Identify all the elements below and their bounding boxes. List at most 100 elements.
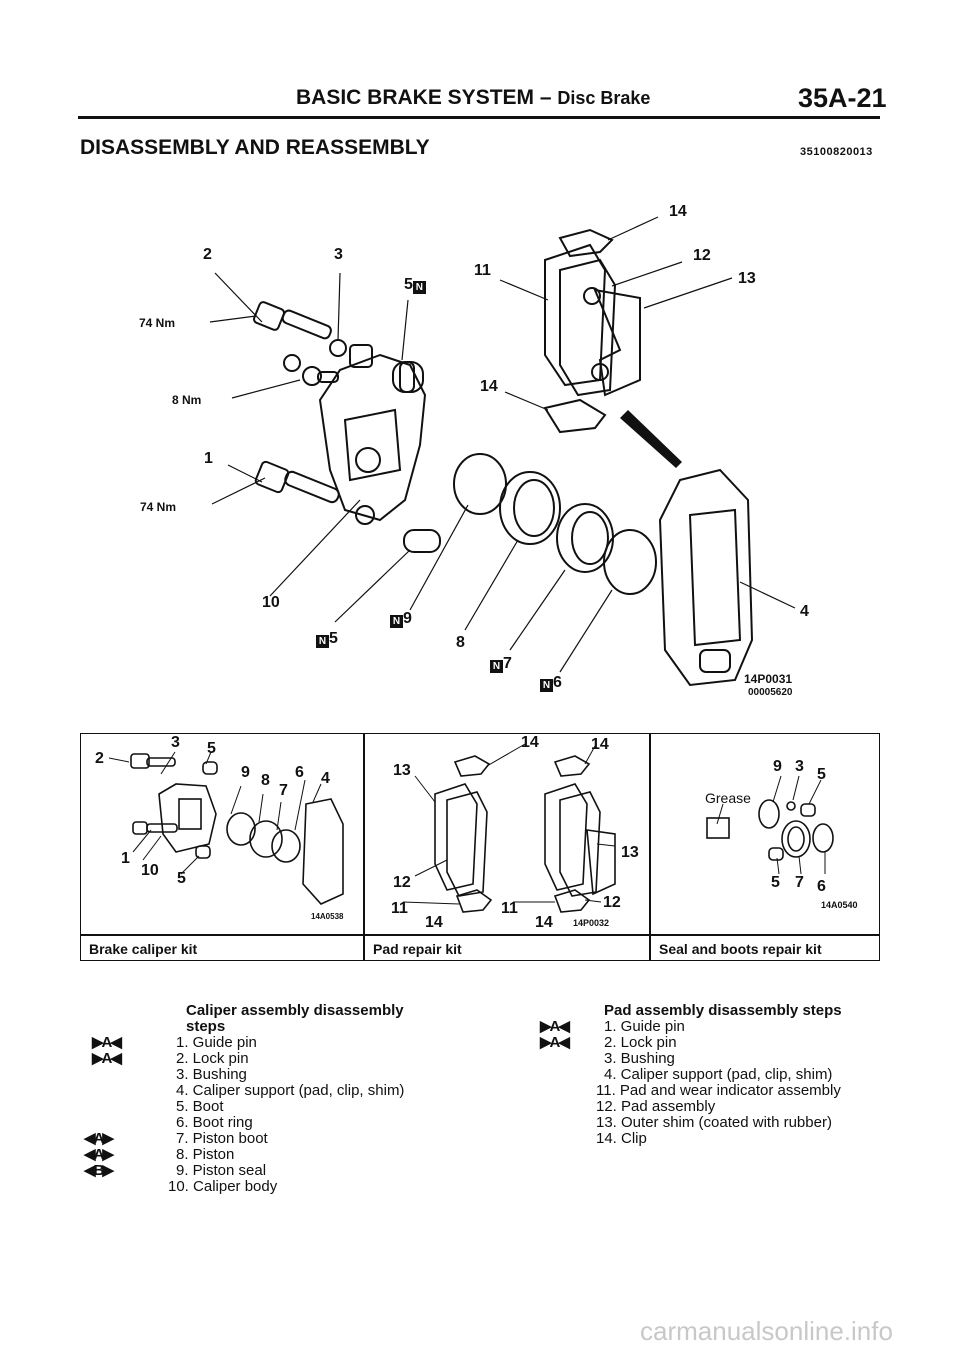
- pad-disassembly-steps: Pad assembly disassembly steps ▶A◀1. Gui…: [540, 1003, 880, 1147]
- kit-callout: 12: [393, 874, 411, 891]
- service-mark-icon: ◀B▶: [84, 1162, 114, 1179]
- kit-ref-code: 14A0540: [821, 900, 858, 910]
- lock-pin-shape: [283, 354, 339, 386]
- caliper-support-shape: [658, 468, 754, 687]
- new-part-icon: N: [490, 660, 503, 673]
- kit-callout: 14: [591, 736, 609, 753]
- diagram-ref-code-2: 00005620: [748, 687, 793, 698]
- kit-caption-divider: [81, 934, 879, 936]
- callout-14-mid: 14: [480, 378, 498, 395]
- brake-caliper-kit-cell: 3 5 2 9 8 6 7 4 1 10 5 14A0538 Brake cal…: [81, 734, 363, 960]
- callout-5b-text: 5: [329, 630, 338, 647]
- step-item: 2. Lock pin: [176, 1050, 249, 1067]
- kit-callout: 11: [501, 900, 518, 917]
- header-title-text: BASIC BRAKE SYSTEM –: [296, 86, 558, 109]
- new-part-icon: N: [390, 615, 403, 628]
- guide-pin-lower-shape: [254, 460, 340, 504]
- step-item: 4. Caliper support (pad, clip, shim): [176, 1082, 405, 1099]
- kit-callout: 13: [393, 762, 411, 779]
- repair-kits-table: 3 5 2 9 8 6 7 4 1 10 5 14A0538 Brake cal…: [80, 733, 880, 961]
- exploded-diagram-art: [209, 216, 796, 687]
- clip-upper-shape: [558, 228, 614, 258]
- kit-callout: 5: [177, 870, 186, 887]
- steps-heading: Caliper assembly disassembly: [186, 1002, 404, 1019]
- bushing-shape: [329, 339, 347, 357]
- kit-callout: 10: [141, 862, 159, 879]
- kit-callout: 6: [817, 878, 826, 895]
- step-item: 13. Outer shim (coated with rubber): [596, 1114, 832, 1131]
- pad-assembly-shape: [544, 243, 641, 397]
- callout-4: 4: [800, 603, 809, 620]
- step-item: 9. Piston seal: [176, 1162, 267, 1179]
- kit-separator: [363, 734, 365, 960]
- step-item: 6. Boot ring: [176, 1114, 253, 1131]
- kit-callout: 14: [521, 734, 539, 751]
- page-number: 35A-21: [798, 83, 887, 113]
- callout-11: 11: [474, 262, 491, 279]
- step-item: 1. Guide pin: [176, 1034, 257, 1051]
- step-item: 7. Piston boot: [176, 1130, 268, 1147]
- kit-callout: 5: [207, 740, 216, 757]
- callout-14-top: 14: [669, 203, 687, 220]
- torque-label-lock: 8 Nm: [172, 393, 202, 407]
- torque-label-upper: 74 Nm: [139, 316, 176, 330]
- kit-callout: 5: [817, 766, 826, 783]
- caliper-body-shape: [318, 344, 427, 525]
- kit-caption: Pad repair kit: [373, 941, 462, 957]
- step-item: 11. Pad and wear indicator assembly: [596, 1082, 841, 1099]
- header-subtitle: Disc Brake: [557, 88, 651, 108]
- step-item: 12. Pad assembly: [596, 1098, 716, 1115]
- kit-callout: 2: [95, 750, 104, 767]
- kit-callout: 4: [321, 770, 330, 787]
- callout-3: 3: [334, 246, 343, 263]
- caliper-disassembly-steps: Caliper assembly disassembly steps ▶A◀ 1.…: [80, 1003, 460, 1195]
- kit-caption: Brake caliper kit: [89, 941, 198, 957]
- section-code: 35100820013: [800, 146, 873, 158]
- step-item: 3. Bushing: [176, 1066, 247, 1083]
- kit-callout: 3: [171, 734, 180, 751]
- kit-callout: 8: [261, 772, 270, 789]
- service-mark-icon: ▶A◀: [540, 1034, 570, 1051]
- grease-label: Grease: [705, 790, 751, 806]
- torque-label-lower: 74 Nm: [140, 500, 177, 514]
- new-part-icon: N: [412, 281, 426, 294]
- kit-callout: 5: [771, 874, 780, 891]
- section-title: DISASSEMBLY AND REASSEMBLY: [80, 136, 430, 159]
- callout-6-text: 6: [553, 674, 562, 691]
- step-item: 14. Clip: [596, 1130, 647, 1147]
- kit-callout: 7: [279, 782, 288, 799]
- service-mark-icon: ▶A◀: [540, 1018, 570, 1035]
- step-item: 1. Guide pin: [604, 1018, 685, 1035]
- pad-repair-kit-cell: 14 14 13 13 12 12 11 14 11 14 14P0032 Pa…: [365, 734, 649, 960]
- new-part-icon: N: [316, 635, 329, 648]
- callout-10: 10: [262, 594, 280, 611]
- kit-callout: 14: [425, 914, 443, 931]
- kit-separator: [649, 734, 651, 960]
- step-item: 2. Lock pin: [604, 1034, 677, 1051]
- seal-boots-kit-cell: Grease 9 3 5 5 7 6 14A0540 Seal and boot…: [651, 734, 879, 960]
- kit-callout: 1: [121, 850, 130, 867]
- header-rule: [78, 116, 880, 119]
- callout-13: 13: [738, 270, 756, 287]
- kit-callout: 3: [795, 758, 804, 775]
- diagram-ref-code: 14P0031: [744, 672, 793, 686]
- seal-kit-art: [706, 775, 834, 875]
- callout-12: 12: [693, 247, 711, 264]
- service-mark-icon: ▶A◀: [92, 1050, 122, 1067]
- caliper-kit-art: [108, 751, 344, 905]
- step-item: 3. Bushing: [604, 1050, 675, 1067]
- guide-pin-upper-shape: [253, 301, 332, 340]
- kit-ref-code: 14A0538: [311, 912, 344, 921]
- steps-heading-cont: steps: [186, 1018, 226, 1035]
- clip-lower-shape: [543, 398, 607, 434]
- step-item: 5. Boot: [176, 1098, 224, 1115]
- callout-1: 1: [204, 450, 213, 467]
- pad-kit-art: [402, 743, 616, 913]
- kit-callout: 13: [621, 844, 639, 861]
- kit-callout: 14: [535, 914, 553, 931]
